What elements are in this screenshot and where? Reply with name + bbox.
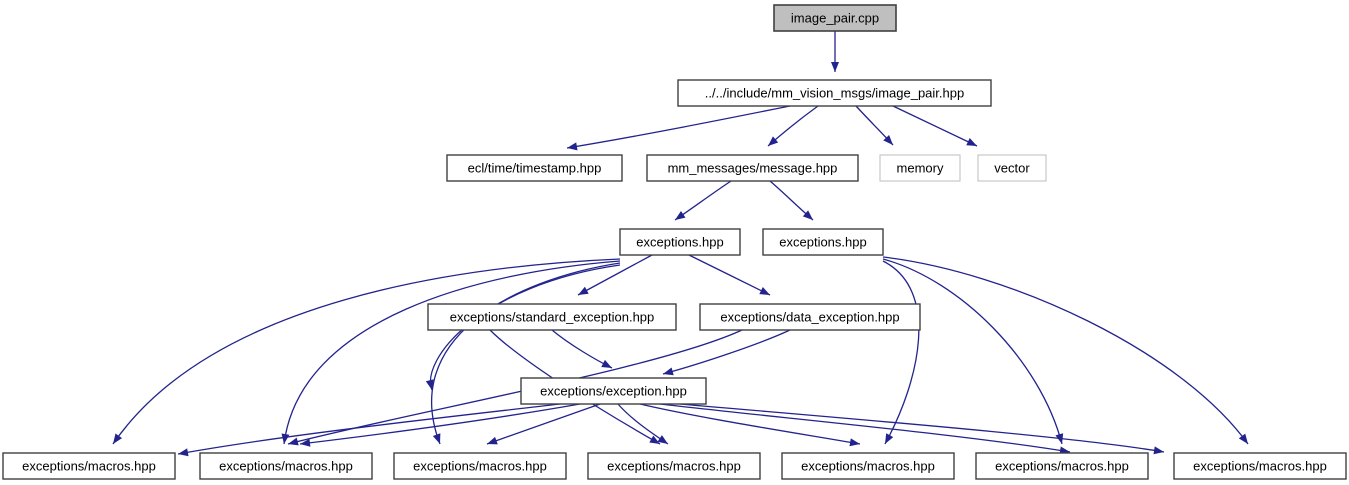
arrowhead bbox=[966, 138, 977, 146]
node-label: exceptions.hpp bbox=[779, 234, 866, 249]
node-label: exceptions/macros.hpp bbox=[995, 458, 1129, 473]
graph-node-n17[interactable]: exceptions/macros.hpp bbox=[1173, 452, 1347, 480]
arrowhead bbox=[1238, 433, 1248, 444]
graph-node-n6[interactable]: exceptions.hpp bbox=[619, 228, 741, 256]
edge-n7-n17 bbox=[882, 256, 1249, 445]
node-box[interactable] bbox=[677, 79, 992, 107]
node-box[interactable] bbox=[199, 452, 373, 480]
graph-node-n15[interactable]: exceptions/macros.hpp bbox=[781, 452, 955, 480]
graph-node-n1[interactable]: ../../include/mm_vision_msgs/image_pair.… bbox=[677, 79, 992, 107]
node-box[interactable] bbox=[2, 452, 176, 480]
node-box[interactable] bbox=[762, 228, 884, 256]
graph-node-n12[interactable]: exceptions/macros.hpp bbox=[199, 452, 373, 480]
edge-n6-n11 bbox=[112, 258, 621, 445]
node-box[interactable] bbox=[1173, 452, 1347, 480]
arrowhead bbox=[178, 448, 189, 457]
arrowhead bbox=[883, 134, 893, 145]
node-box[interactable] bbox=[446, 154, 623, 182]
edge-n1-n5 bbox=[892, 105, 978, 147]
edge-n10-n13 bbox=[486, 403, 601, 445]
node-label: exceptions/macros.hpp bbox=[413, 458, 547, 473]
node-box[interactable] bbox=[781, 452, 955, 480]
graph-node-n16[interactable]: exceptions/macros.hpp bbox=[975, 452, 1149, 480]
graph-node-n0[interactable]: image_pair.cpp bbox=[773, 4, 897, 32]
arrowhead bbox=[649, 435, 660, 444]
node-box[interactable] bbox=[977, 154, 1047, 182]
node-label: exceptions/macros.hpp bbox=[801, 458, 935, 473]
node-box[interactable] bbox=[879, 154, 961, 182]
arrowhead bbox=[663, 367, 674, 376]
graph-node-n4[interactable]: memory bbox=[879, 154, 961, 182]
edge-n8-n10 bbox=[551, 329, 613, 369]
node-label: exceptions/macros.hpp bbox=[22, 458, 156, 473]
arrowhead bbox=[802, 210, 813, 220]
node-box[interactable] bbox=[975, 452, 1149, 480]
arrowhead bbox=[849, 438, 860, 447]
graph-node-n14[interactable]: exceptions/macros.hpp bbox=[587, 452, 761, 480]
nodes-layer: image_pair.cpp ../../include/mm_vision_ms… bbox=[2, 4, 1347, 480]
graph-node-n9[interactable]: exceptions/data_exception.hpp bbox=[699, 303, 921, 331]
node-label: vector bbox=[994, 160, 1030, 175]
graph-node-n2[interactable]: ecl/time/timestamp.hpp bbox=[446, 154, 623, 182]
arrowhead bbox=[487, 436, 498, 445]
node-box[interactable] bbox=[699, 303, 921, 331]
arrowhead bbox=[281, 433, 290, 444]
node-box[interactable] bbox=[773, 4, 897, 32]
graph-node-n13[interactable]: exceptions/macros.hpp bbox=[393, 452, 567, 480]
arrowhead bbox=[567, 142, 578, 151]
node-label: exceptions/standard_exception.hpp bbox=[450, 309, 655, 324]
node-box[interactable] bbox=[646, 154, 859, 182]
edge-n10-n15 bbox=[639, 403, 861, 445]
edge-n7-n16 bbox=[882, 258, 1063, 445]
node-box[interactable] bbox=[520, 377, 707, 405]
edge-n6-n9 bbox=[688, 254, 771, 296]
node-box[interactable] bbox=[427, 303, 677, 331]
arrowhead bbox=[288, 437, 299, 446]
arrowhead bbox=[425, 379, 434, 390]
edge-n1-n2 bbox=[566, 105, 791, 149]
edge-n10-n11 bbox=[177, 403, 561, 455]
node-label: exceptions/macros.hpp bbox=[607, 458, 741, 473]
arrowhead bbox=[831, 62, 839, 72]
node-label: mm_messages/message.hpp bbox=[668, 160, 838, 175]
graph-node-n5[interactable]: vector bbox=[977, 154, 1047, 182]
node-label: image_pair.cpp bbox=[791, 10, 879, 25]
node-label: ../../include/mm_vision_msgs/image_pair.… bbox=[705, 85, 964, 100]
arrowhead bbox=[759, 286, 770, 295]
edge-n9-n10 bbox=[662, 329, 791, 375]
node-label: exceptions/data_exception.hpp bbox=[720, 309, 899, 324]
graph-node-n8[interactable]: exceptions/standard_exception.hpp bbox=[427, 303, 677, 331]
arrowhead bbox=[768, 136, 779, 146]
arrowhead bbox=[432, 433, 441, 444]
arrowhead bbox=[300, 438, 311, 447]
arrowhead bbox=[885, 433, 894, 444]
arrowhead bbox=[675, 211, 686, 220]
edge-n10-n16 bbox=[659, 403, 1071, 453]
node-label: exceptions/exception.hpp bbox=[540, 383, 687, 398]
graph-node-n7[interactable]: exceptions.hpp bbox=[762, 228, 884, 256]
node-box[interactable] bbox=[393, 452, 567, 480]
edge-n3-n6 bbox=[674, 180, 732, 221]
arrowhead bbox=[657, 435, 668, 444]
node-label: exceptions.hpp bbox=[636, 234, 723, 249]
edge-n10-n17 bbox=[679, 403, 1165, 453]
node-label: exceptions/macros.hpp bbox=[1193, 458, 1327, 473]
graph-node-n3[interactable]: mm_messages/message.hpp bbox=[646, 154, 859, 182]
node-label: ecl/time/timestamp.hpp bbox=[468, 160, 602, 175]
arrowhead bbox=[113, 433, 123, 444]
graph-node-n11[interactable]: exceptions/macros.hpp bbox=[2, 452, 176, 480]
edge-n6-n12 bbox=[283, 260, 621, 445]
arrowhead bbox=[1153, 446, 1164, 455]
graph-node-n10[interactable]: exceptions/exception.hpp bbox=[520, 377, 707, 405]
edge-n10-n12 bbox=[299, 403, 581, 445]
edge-n7-n15 bbox=[882, 260, 920, 445]
arrowhead bbox=[578, 286, 589, 295]
node-box[interactable] bbox=[587, 452, 761, 480]
node-box[interactable] bbox=[619, 228, 741, 256]
arrowhead bbox=[601, 359, 612, 368]
node-label: memory bbox=[897, 160, 944, 175]
node-label: exceptions/macros.hpp bbox=[219, 458, 353, 473]
